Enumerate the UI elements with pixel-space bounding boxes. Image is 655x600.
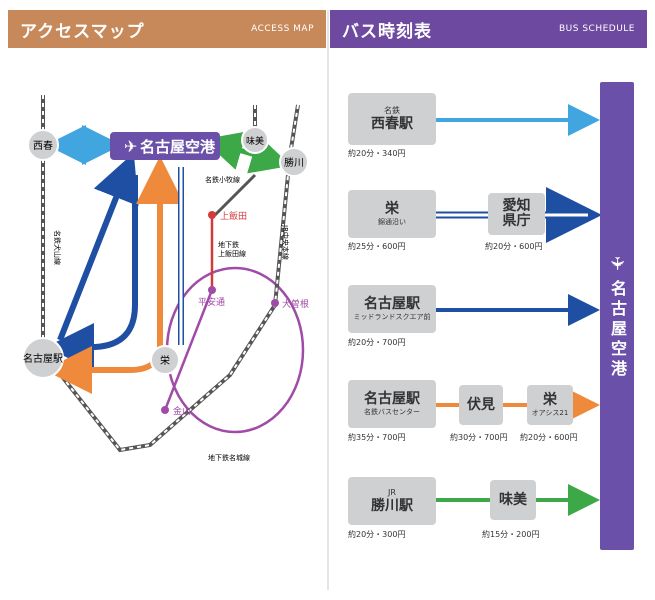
airport-destination-bar: ✈ 名古屋空港 (600, 82, 634, 550)
fare-note: 約20分・600円 (485, 242, 543, 251)
label-kamiiida-line: 地下鉄 上飯田線 (218, 240, 246, 258)
fare-note: 約20分・300円 (348, 530, 406, 539)
airplane-icon: ✈ (606, 255, 628, 271)
bus-schedule-lines (435, 104, 602, 516)
station-nagoya: 名古屋駅 (23, 352, 63, 365)
station-heiando: 平安通 (198, 296, 225, 308)
fare-note: 約25分・600円 (348, 242, 406, 251)
stop-kachigawa: JR 勝川駅 (348, 477, 436, 525)
bus-schedule-subtitle: BUS SCHEDULE (558, 24, 635, 34)
label-kamiiida-line-text: 地下鉄 (218, 240, 239, 249)
label-chuo-line: JR中央本線 (281, 224, 290, 260)
stop-nagoya-meitetsu-bc: 名古屋駅 名鉄バスセンター (348, 380, 436, 428)
stop-sakae-oasis: 栄 オアシス21 (527, 385, 573, 425)
access-map: ✈ 名古屋空港 西春 味美 勝川 名古屋駅 栄 上飯田 平安通 大曽根 金山 名… (22, 95, 309, 462)
label-meijo-line: 地下鉄名城線 (208, 453, 250, 462)
label-inuyama-line: 名鉄犬山線 (53, 230, 62, 265)
stop-nishiharu: 名鉄 西春駅 (348, 93, 436, 145)
map-airport-label: 名古屋空港 (140, 138, 216, 156)
station-ozone: 大曽根 (282, 298, 309, 310)
route-nagoya-airport (57, 152, 139, 342)
bus-schedule-title: バス時刻表 (342, 21, 432, 42)
station-kamiiida: 上飯田 (220, 210, 247, 222)
station-kachigawa: 勝川 (284, 156, 304, 169)
station-ajiyoshi: 味美 (246, 135, 264, 147)
stop-sakae-nishiki: 栄 錦通沿い (348, 190, 436, 238)
stop-aichi-kencho: 愛知 県庁 (488, 193, 545, 235)
access-map-subtitle: ACCESS MAP (251, 24, 314, 34)
fare-note: 約20分・600円 (520, 433, 578, 442)
airplane-icon: ✈ (124, 137, 137, 156)
access-map-header: アクセスマップ ACCESS MAP (8, 10, 326, 48)
station-nishiharu: 西春 (33, 140, 53, 152)
station-sakae: 栄 (160, 355, 170, 367)
stop-nagoya-midland: 名古屋駅 ミッドランドスクエア前 (348, 285, 436, 333)
fare-note: 約35分・700円 (348, 433, 406, 442)
access-map-title: アクセスマップ (20, 21, 145, 42)
fare-note: 約15分・200円 (482, 530, 540, 539)
fare-note: 約20分・700円 (348, 338, 406, 347)
label-komaki-line: 名鉄小牧線 (205, 175, 240, 184)
fare-note: 約20分・340円 (348, 149, 406, 158)
airport-destination-label: 名古屋空港 (608, 279, 627, 380)
map-airport-box (110, 132, 220, 160)
stop-ajiyoshi: 味美 (490, 480, 536, 520)
panel-divider (327, 10, 329, 590)
station-kanayama: 金山 (173, 405, 191, 417)
fare-note: 約30分・700円 (450, 433, 508, 442)
stop-fushimi: 伏見 (459, 385, 503, 425)
bus-schedule-header: バス時刻表 BUS SCHEDULE (330, 10, 647, 48)
